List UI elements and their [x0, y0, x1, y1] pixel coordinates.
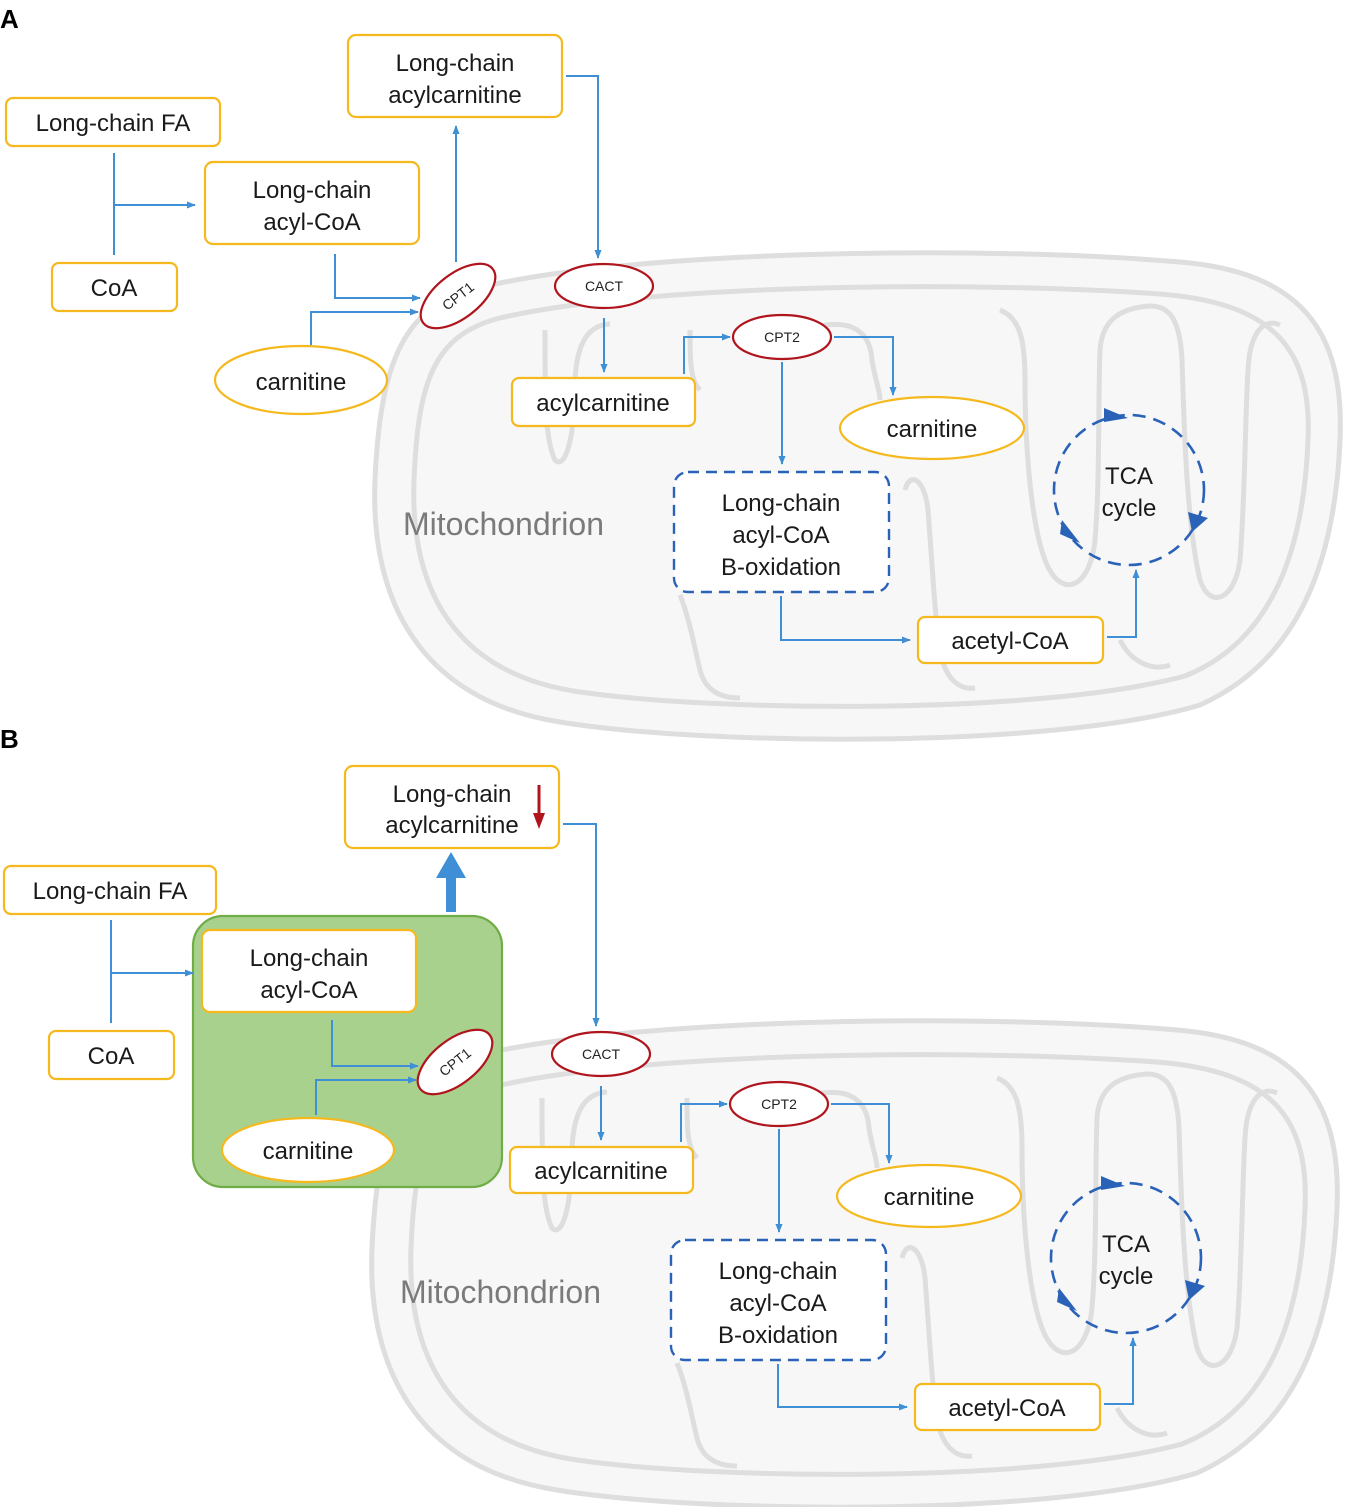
beta-ox-label-line3: B-oxidation — [718, 1322, 838, 1349]
acylcarnitine-box — [510, 376, 697, 428]
cact-label: CACT — [585, 278, 624, 294]
tca-label-line1: TCA — [1102, 1231, 1150, 1258]
tca-arrowhead-icon — [1185, 1280, 1205, 1300]
coa-label: CoA — [88, 1043, 135, 1070]
acetyl-coa-box — [916, 615, 1105, 665]
coa-label: CoA — [91, 275, 138, 302]
carnitine-to-cpt1-arrow — [315, 1076, 417, 1115]
acyl-coa-label-line2: acyl-CoA — [260, 977, 357, 1004]
coa-box — [50, 261, 179, 313]
long-chain-acyl-coa-box — [200, 928, 418, 1014]
carnitine-label: carnitine — [263, 1138, 354, 1165]
tca-arrowhead-icon — [1104, 408, 1128, 422]
long-chain-acyl-coa-box — [203, 160, 421, 246]
tca-label-line2: cycle — [1102, 495, 1157, 522]
beta-ox-label-line1: Long-chain — [719, 1258, 838, 1285]
acetyl-coa-label: acetyl-CoA — [951, 628, 1068, 655]
lc-acylcarnitine-label-line1: Long-chain — [396, 50, 515, 77]
panel-label-a: A — [0, 4, 19, 34]
acetyl-coa-to-tca-arrow — [1104, 1337, 1137, 1405]
carnitine-ellipse — [213, 344, 389, 416]
tca-arrowhead-icon — [1060, 520, 1080, 543]
tca-label-line1: TCA — [1105, 463, 1153, 490]
mitochondrion-label: Mitochondrion — [403, 506, 604, 542]
cact-label: CACT — [582, 1046, 621, 1062]
cact-enzyme — [553, 262, 655, 310]
acylcarnitine-to-cpt2-arrow — [683, 333, 731, 374]
beta-oxidation-box — [669, 1238, 888, 1362]
carnitine-label: carnitine — [256, 369, 347, 396]
acylcarnitine-to-cpt2-arrow — [680, 1100, 728, 1142]
tca-arrowhead-icon — [1188, 512, 1208, 532]
carnitine-ellipse — [220, 1116, 396, 1184]
panel-b: B Mitochondrion Long-chain FA CoA Long-c… — [0, 724, 1337, 1507]
cpt2-to-carnitine-arrow — [831, 1103, 893, 1164]
beta-oxidation-box — [672, 470, 891, 594]
acylcarnitine-to-cact-arrow — [566, 75, 602, 259]
tca-cycle-circle — [1049, 1181, 1203, 1335]
acetyl-coa-label: acetyl-CoA — [948, 1395, 1065, 1422]
acylcoa-to-cpt1-arrow — [334, 254, 421, 302]
mitochondrion-label: Mitochondrion — [400, 1274, 601, 1310]
tca-arrowhead-icon — [1057, 1288, 1077, 1311]
carnitine-out-label: carnitine — [887, 416, 978, 443]
tca-arrowhead-icon — [1101, 1176, 1125, 1190]
panel-label-b: B — [0, 724, 19, 754]
cact-enzyme — [550, 1030, 652, 1078]
carnitine-out-label: carnitine — [884, 1184, 975, 1211]
acylcarnitine-box — [508, 1145, 695, 1195]
acetyl-coa-to-tca-arrow — [1107, 569, 1140, 638]
lc-acylcarnitine-label-line2: acylcarnitine — [385, 812, 518, 839]
cpt2-enzyme — [731, 313, 833, 361]
beta-ox-to-acetyl-coa-arrow — [777, 1364, 908, 1411]
carnitine-to-cpt1-arrow — [310, 308, 419, 345]
beta-ox-label-line3: B-oxidation — [721, 554, 841, 581]
carnitine-out-ellipse — [838, 395, 1026, 461]
increased-flux-arrow-icon — [436, 852, 466, 912]
acylcarnitine-to-cact-arrow — [563, 823, 600, 1027]
acyl-coa-label-line2: acyl-CoA — [263, 209, 360, 236]
down-arrow-icon — [533, 813, 545, 829]
cpt2-enzyme — [728, 1080, 830, 1128]
long-chain-fa-label: Long-chain FA — [36, 110, 191, 137]
acetyl-coa-box — [913, 1382, 1102, 1432]
cpt2-label: CPT2 — [764, 329, 800, 345]
coa-box — [47, 1029, 176, 1081]
carnitine-out-ellipse — [835, 1163, 1023, 1229]
acyl-coa-label-line1: Long-chain — [253, 177, 372, 204]
lc-acylcarnitine-label-line2: acylcarnitine — [388, 82, 521, 109]
long-chain-fa-label: Long-chain FA — [33, 878, 188, 905]
long-chain-acylcarnitine-box — [346, 33, 564, 119]
cpt2-label: CPT2 — [761, 1096, 797, 1112]
tca-cycle-circle — [1052, 413, 1206, 567]
long-chain-acylcarnitine-box — [343, 764, 561, 850]
tca-label-line2: cycle — [1099, 1263, 1154, 1290]
acyl-coa-label-line1: Long-chain — [250, 945, 369, 972]
long-chain-fa-box — [4, 96, 222, 148]
beta-ox-label-line2: acyl-CoA — [732, 522, 829, 549]
acylcarnitine-label: acylcarnitine — [534, 1158, 667, 1185]
cpt2-to-carnitine-arrow — [834, 336, 897, 396]
beta-ox-to-acetyl-coa-arrow — [780, 596, 911, 644]
cpt1-enzyme — [419, 262, 497, 330]
cpt1-enzyme — [416, 1028, 494, 1096]
acylcarnitine-label: acylcarnitine — [536, 390, 669, 417]
panel-a: A Mitochondrion Long-chain FA CoA Long-c… — [0, 4, 1340, 739]
acylcoa-to-cpt1-arrow — [331, 1020, 419, 1070]
beta-ox-label-line1: Long-chain — [722, 490, 841, 517]
beta-ox-label-line2: acyl-CoA — [729, 1290, 826, 1317]
long-chain-fa-box — [2, 864, 218, 916]
lc-acylcarnitine-label-line1: Long-chain — [393, 781, 512, 808]
